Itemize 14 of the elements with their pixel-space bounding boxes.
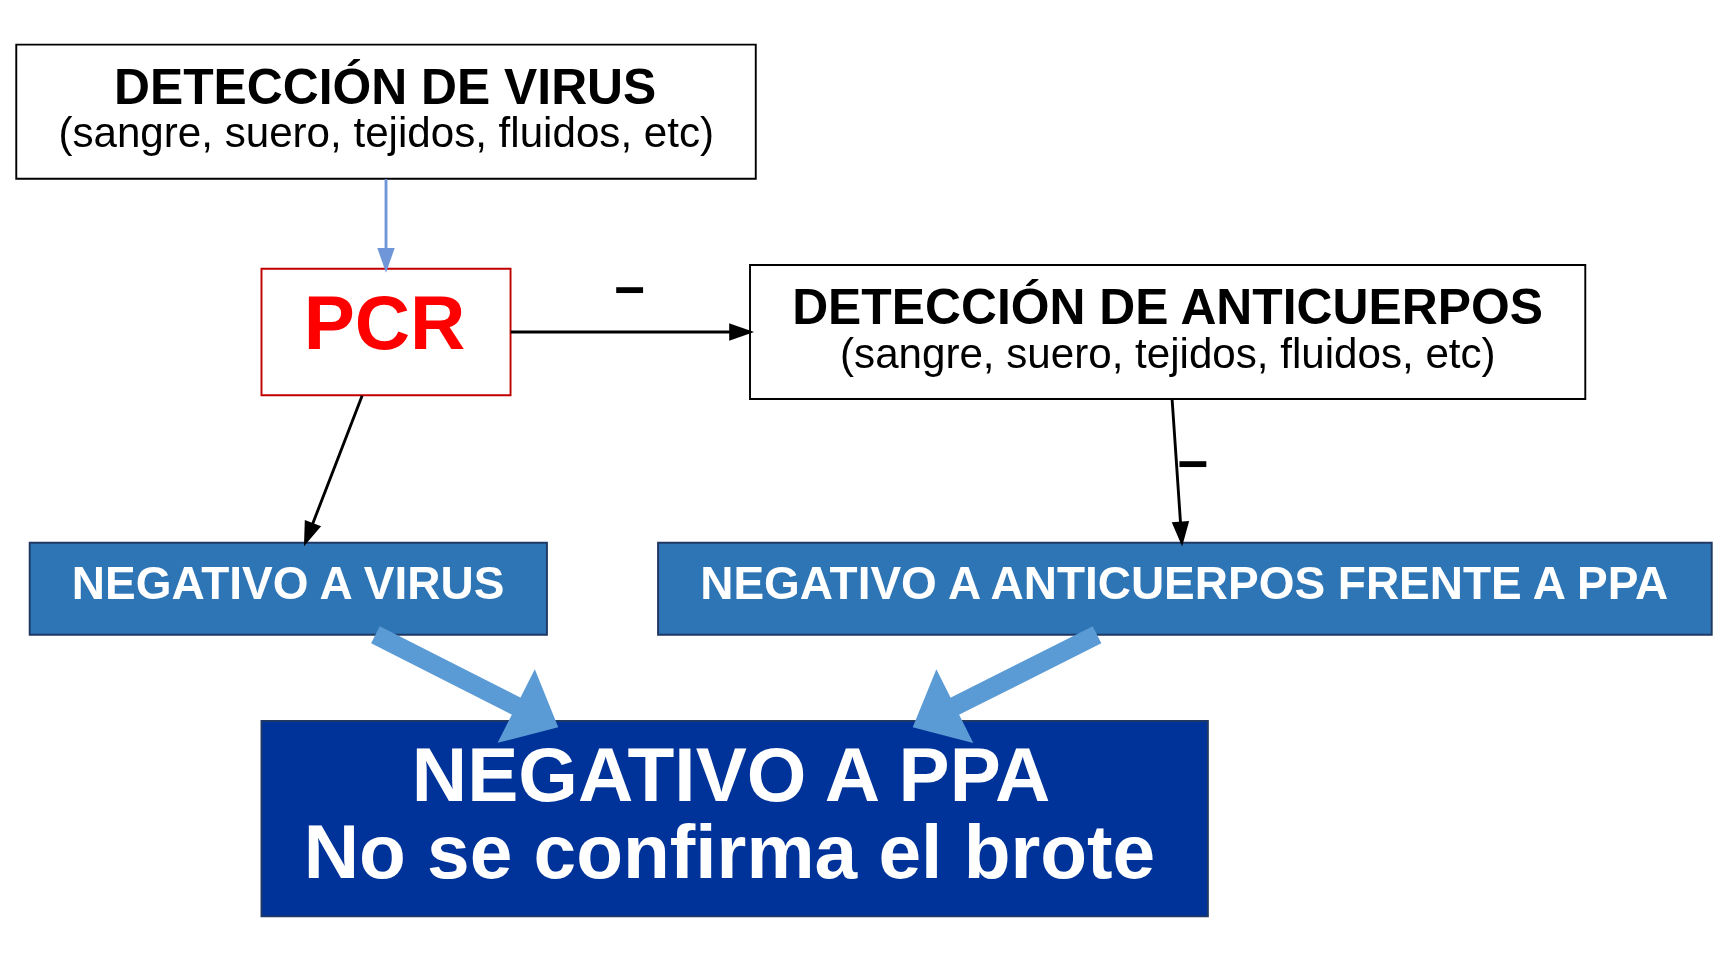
edge-label: − xyxy=(613,258,646,319)
node-box: NEGATIVO A PPA No se confirma el brote xyxy=(260,719,1209,917)
arrow xyxy=(912,625,1102,743)
node-box: NEGATIVO A ANTICUERPOS FRENTE A PPA xyxy=(657,541,1713,636)
arrow xyxy=(303,394,364,546)
arrow xyxy=(510,322,755,341)
node-box: NEGATIVO A VIRUS xyxy=(28,541,548,636)
node-box: PCR xyxy=(260,267,512,396)
arrow xyxy=(377,178,395,273)
node-box: DETECCIÓN DE ANTICUERPOS (sangre, suero, tejidos, fluidos, etc) xyxy=(749,263,1587,400)
arrow xyxy=(1170,399,1190,546)
arrow xyxy=(371,625,559,743)
edge-label: − xyxy=(1177,432,1209,493)
node-box: DETECCIÓN DE VIRUS (sangre, suero, tejidos, fluidos, etc) xyxy=(15,43,757,180)
